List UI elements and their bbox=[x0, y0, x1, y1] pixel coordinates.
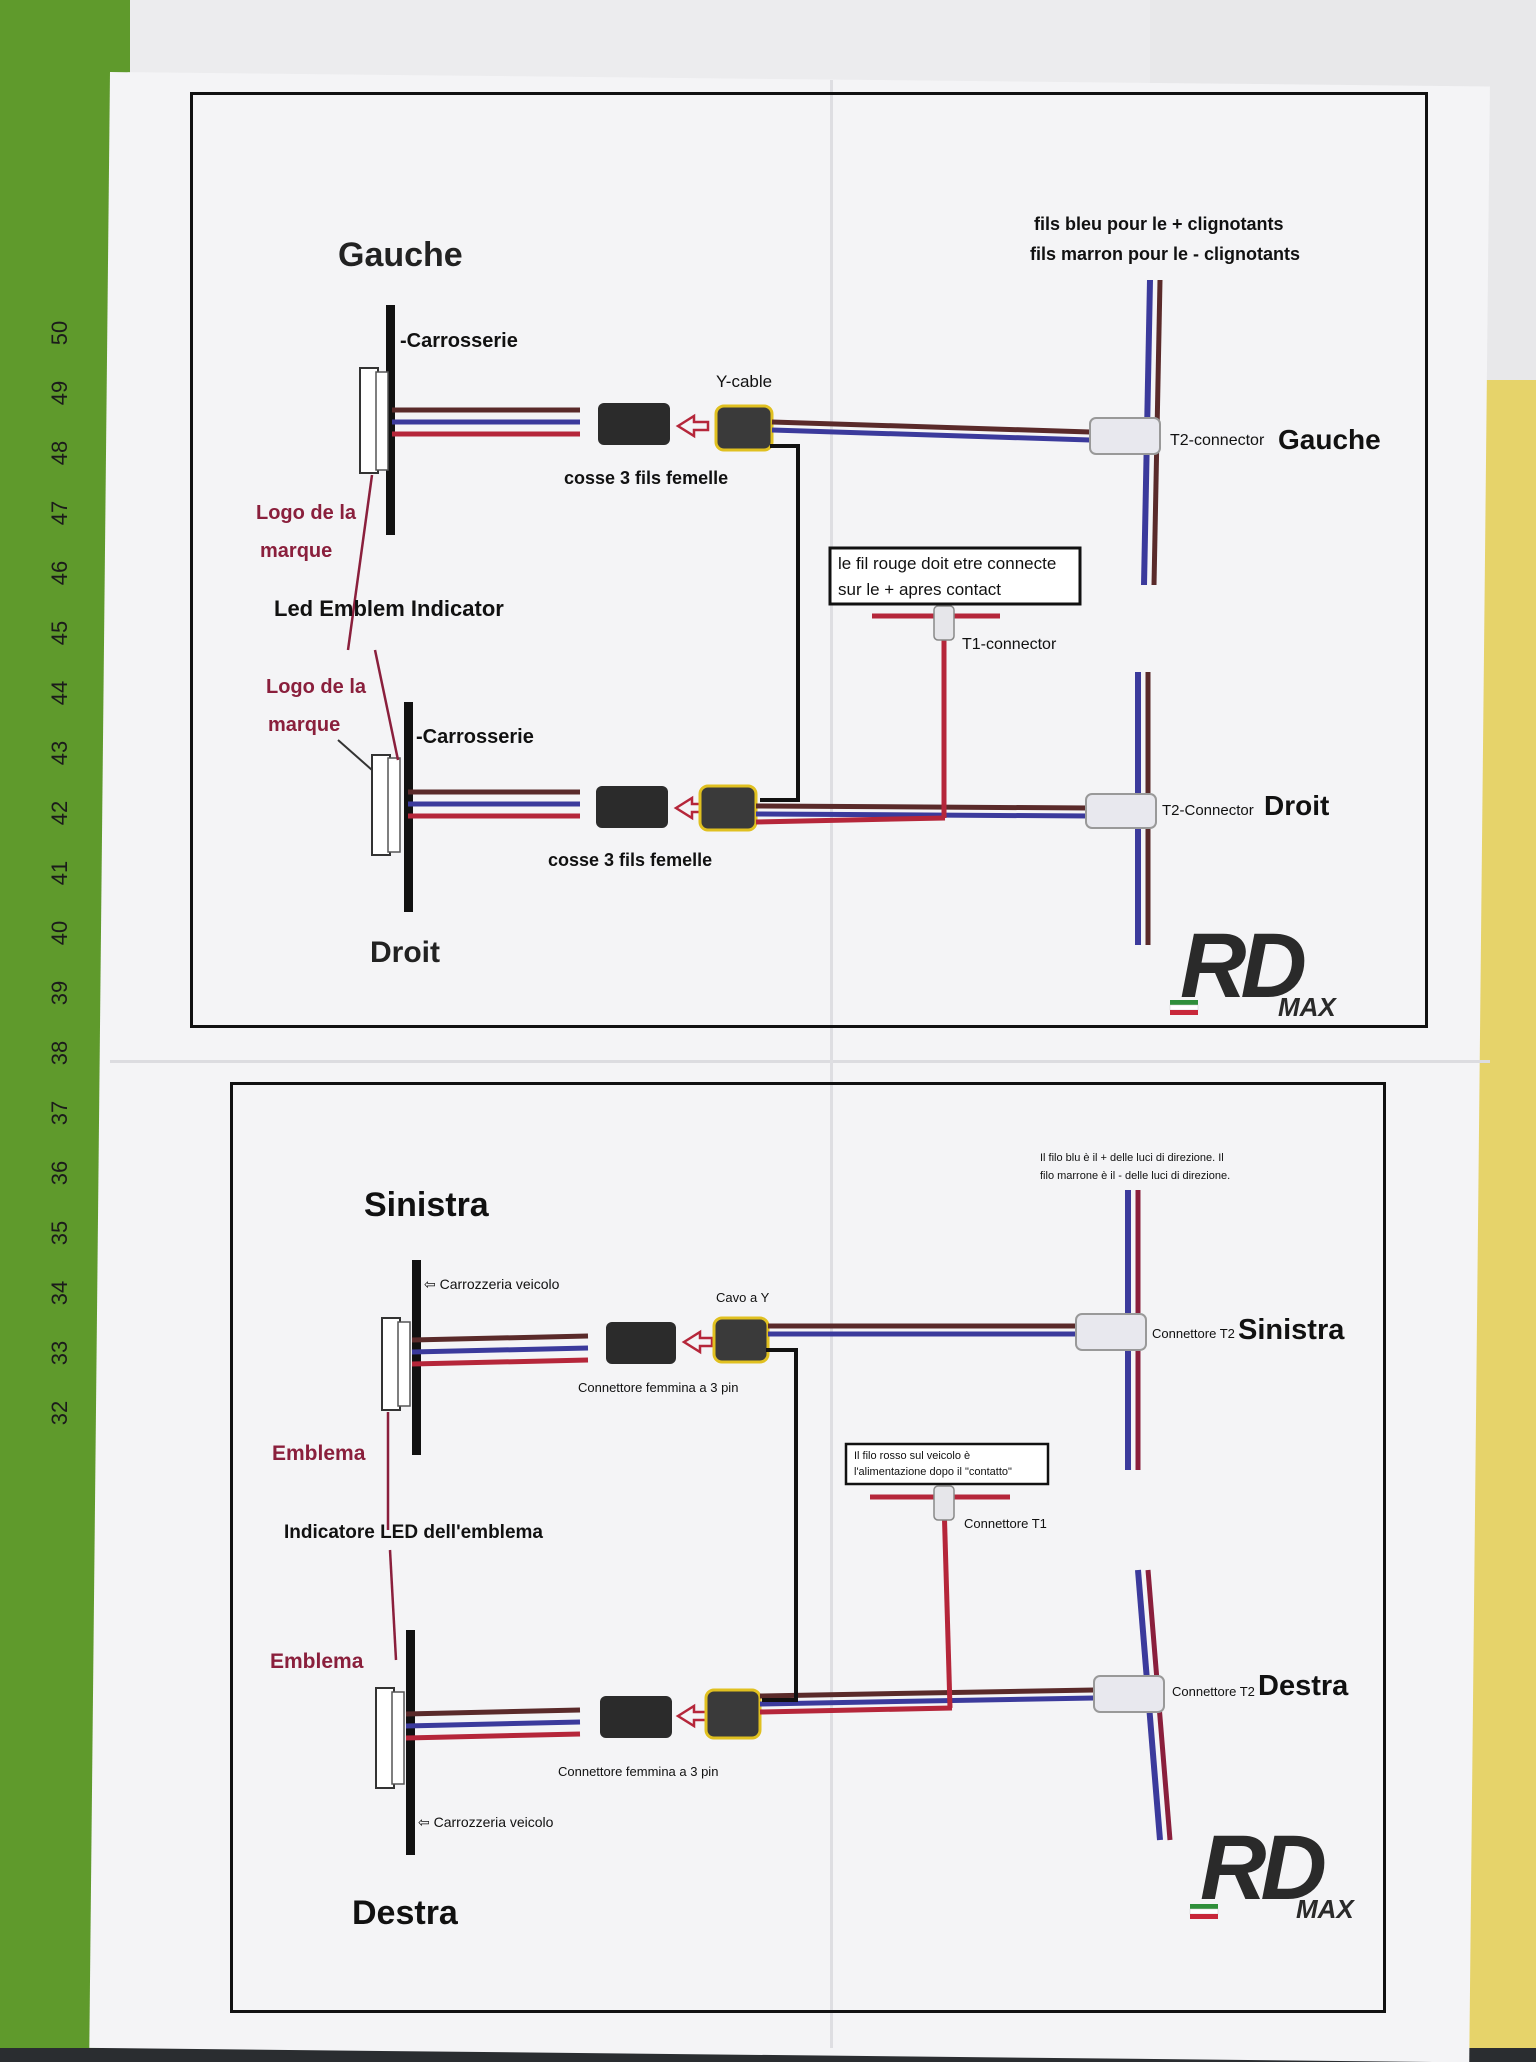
fold-line-horizontal bbox=[110, 1060, 1490, 1063]
side-destra-label: Destra bbox=[1258, 1670, 1349, 1702]
emblem-top-inner bbox=[375, 371, 389, 471]
carrosserie-top-label: -Carrosserie bbox=[400, 330, 518, 352]
y-cable-connector-top bbox=[714, 404, 774, 452]
emblema-top-label: Emblema bbox=[272, 1442, 366, 1465]
carrozzeria-top-text: Carrozzeria veicolo bbox=[439, 1276, 560, 1292]
arrow-top bbox=[675, 413, 710, 439]
carrosserie-bottom-label: -Carrosserie bbox=[416, 726, 534, 748]
t2-connettore-top bbox=[1075, 1313, 1147, 1351]
t2-connettore-bottom bbox=[1093, 1675, 1165, 1713]
t2-connector-top bbox=[1089, 417, 1161, 455]
logo-rd-top: RD bbox=[1180, 915, 1307, 1017]
carrozzeria-bottom-text: Carrozzeria veicolo bbox=[433, 1814, 554, 1830]
filo-blu-label: Il filo blu è il + delle luci di direzio… bbox=[1040, 1152, 1224, 1164]
carrozzeria-bottom-label: ⇦ Carrozzeria veicolo bbox=[418, 1814, 554, 1830]
heading-destra-bottom-panel: Destra bbox=[352, 1894, 458, 1932]
t2-connector-bottom bbox=[1085, 793, 1157, 829]
fils-marron-label: fils marron pour le - clignotants bbox=[1030, 244, 1301, 264]
fold-line-vertical bbox=[830, 80, 833, 2048]
logo-marque-top-1: Logo de la bbox=[256, 502, 356, 524]
indicatore-led-label: Indicatore LED dell'emblema bbox=[284, 1522, 543, 1543]
heading-gauche-top: Gauche bbox=[338, 236, 463, 274]
cavo-y-connector-bottom bbox=[704, 1688, 762, 1740]
t1-connector-bottom bbox=[933, 1485, 955, 1521]
connettore-top-label: Connettore femmina a 3 pin bbox=[578, 1380, 739, 1395]
rdmax-logo-top: RD bbox=[1180, 914, 1307, 1019]
female-connector-top bbox=[598, 403, 670, 445]
cavo-y-connector-top bbox=[712, 1316, 770, 1364]
carrosserie-bottom-bar bbox=[404, 702, 413, 912]
note-top-line2: sur le + apres contact bbox=[838, 580, 1002, 599]
carrosserie-top-text: Carrosserie bbox=[406, 330, 518, 352]
note-bottom-line1: Il filo rosso sul veicolo è bbox=[854, 1450, 971, 1462]
connettore-t1-label: Connettore T1 bbox=[964, 1516, 1047, 1531]
carrosserie-bottom-text: Carrosserie bbox=[422, 726, 534, 748]
note-bottom-line2: l'alimentazione dopo il "contatto" bbox=[854, 1466, 1012, 1478]
y-cable-label: Y-cable bbox=[716, 372, 773, 391]
carrosserie-top-bar bbox=[386, 305, 395, 535]
heading-droit-top-panel: Droit bbox=[370, 936, 440, 969]
emblem-bottom-inner bbox=[387, 757, 401, 853]
logo-max-bottom: MAX bbox=[1296, 1894, 1354, 1924]
cosse-bottom-label: cosse 3 fils femelle bbox=[548, 850, 713, 870]
connettore-t2-top-label: Connettore T2 bbox=[1152, 1326, 1235, 1341]
filo-marrone-label: filo marrone è il - delle luci di direzi… bbox=[1040, 1170, 1231, 1182]
side-sinistra-label: Sinistra bbox=[1238, 1314, 1345, 1346]
rdmax-logo-bottom: RD bbox=[1200, 1816, 1327, 1921]
cosse-top-label: cosse 3 fils femelle bbox=[564, 468, 729, 488]
bottom-diagram-panel bbox=[230, 1082, 1386, 2013]
logo-marque-bottom-1: Logo de la bbox=[266, 676, 366, 698]
note-box-bottom bbox=[844, 1442, 1050, 1486]
carrozzeria-bottom-bar bbox=[406, 1630, 415, 1855]
logo-max-top: MAX bbox=[1278, 992, 1336, 1022]
carrozzeria-top-label: ⇦ Carrozzeria veicolo bbox=[424, 1276, 560, 1292]
note-top-line1: le fil rouge doit etre connecte bbox=[838, 554, 1057, 573]
side-droit-label: Droit bbox=[1264, 790, 1330, 821]
carrozzeria-top-bar bbox=[412, 1260, 421, 1455]
led-emblem-indicator-label: Led Emblem Indicator bbox=[274, 596, 504, 621]
t2-connector-top-label: T2-connector bbox=[1170, 432, 1265, 449]
connettore-bottom-label: Connettore femmina a 3 pin bbox=[558, 1764, 719, 1779]
t1-connector-label: T1-connector bbox=[962, 636, 1057, 653]
female-connector-3pin-top bbox=[606, 1322, 676, 1364]
female-connector-3pin-bottom bbox=[600, 1696, 672, 1738]
emblema-bottom-label: Emblema bbox=[270, 1650, 364, 1673]
side-gauche-label: Gauche bbox=[1278, 424, 1381, 455]
heading-sinistra: Sinistra bbox=[364, 1186, 489, 1224]
black-wire bbox=[760, 444, 800, 802]
logo-marque-top-2: marque bbox=[260, 540, 333, 562]
y-cable-connector-bottom bbox=[698, 784, 758, 832]
female-connector-bottom bbox=[596, 786, 668, 828]
top-diagram-panel bbox=[190, 92, 1428, 1028]
connettore-t2-bottom-label: Connettore T2 bbox=[1172, 1684, 1255, 1699]
cavo-y-label: Cavo a Y bbox=[716, 1290, 770, 1305]
note-box-top bbox=[828, 546, 1082, 606]
logo-marque-bottom-2: marque bbox=[268, 714, 341, 736]
t2-connector-bottom-label: T2-Connector bbox=[1162, 802, 1254, 819]
logo-rd-bottom: RD bbox=[1200, 1817, 1327, 1919]
fils-bleu-label: fils bleu pour le + clignotants bbox=[1034, 214, 1284, 234]
t1-connector-top bbox=[933, 605, 955, 641]
